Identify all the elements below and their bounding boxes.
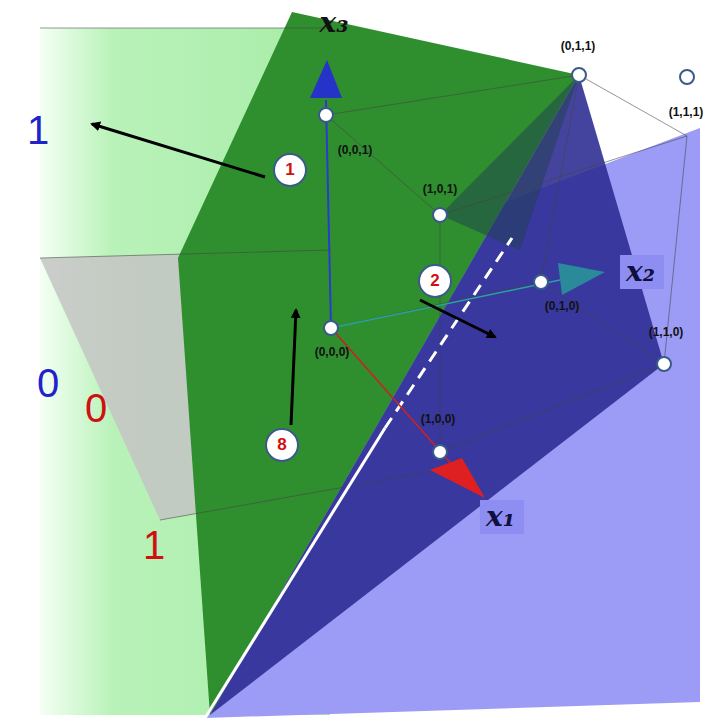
axis-label-box: x₂	[620, 255, 664, 289]
callout-circle: 2	[418, 264, 452, 298]
axis-tick: 0	[85, 386, 107, 431]
axis-name: x₁	[486, 500, 515, 533]
axis-tick: 1	[27, 108, 49, 153]
axis-name: x₃	[320, 6, 349, 39]
axis-label-box: x₁	[480, 500, 524, 534]
vertex-label: (1,1,0)	[649, 325, 684, 339]
axis-name: x₂	[626, 255, 655, 288]
vertex-label: (1,1,1)	[669, 105, 704, 119]
axis-tick: 0	[37, 361, 59, 406]
callout-number: 8	[277, 435, 286, 455]
vertex-label: (1,0,0)	[421, 412, 456, 426]
callout-number: 1	[285, 160, 294, 180]
vertex-label: (0,0,0)	[315, 345, 350, 359]
vertex-label: (0,1,0)	[545, 299, 580, 313]
callout-number: 2	[430, 271, 439, 291]
vertex-label: (0,1,1)	[561, 39, 596, 53]
vertex-label: (0,0,1)	[338, 143, 373, 157]
vertex-label: (1,0,1)	[423, 182, 458, 196]
callout-circle: 1	[273, 153, 307, 187]
callout-circle: 8	[265, 428, 299, 462]
axis-tick: 1	[143, 523, 165, 568]
